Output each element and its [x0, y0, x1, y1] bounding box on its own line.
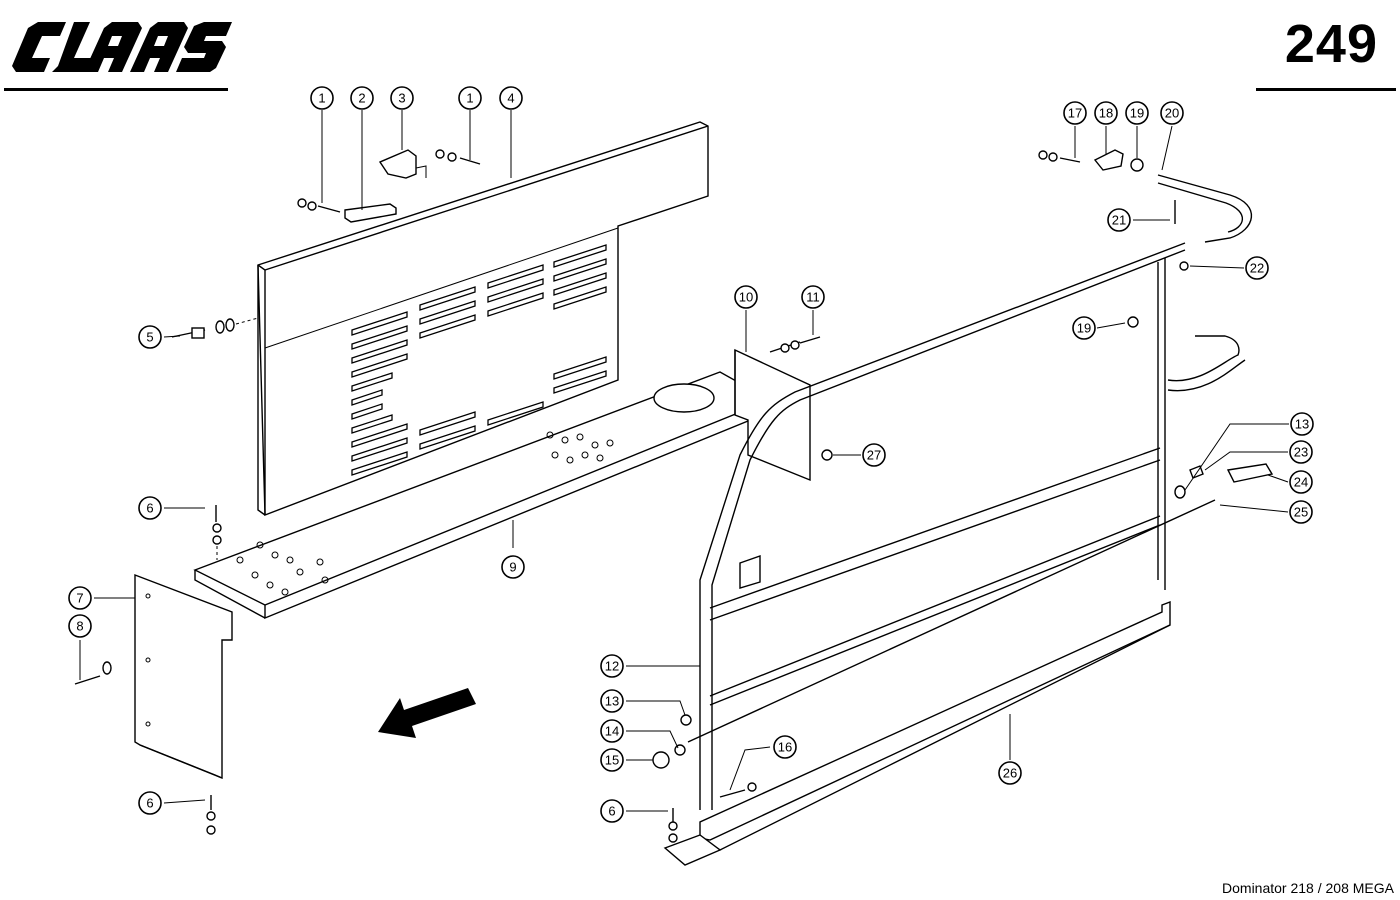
- svg-text:9: 9: [509, 560, 516, 575]
- callout-7: 7: [68, 586, 92, 610]
- svg-text:21: 21: [1112, 213, 1126, 228]
- callout-19b: 19: [1072, 316, 1096, 340]
- callout-15: 15: [600, 748, 624, 772]
- svg-text:22: 22: [1250, 261, 1264, 276]
- callout-27: 27: [862, 443, 886, 467]
- top-hardware: [297, 149, 481, 223]
- upper-right-hardware: [1038, 149, 1253, 328]
- svg-text:7: 7: [76, 591, 83, 606]
- svg-text:1: 1: [466, 91, 473, 106]
- callout-14: 14: [600, 719, 624, 743]
- callout-22: 22: [1245, 256, 1269, 280]
- bottom-channel: [663, 600, 1171, 866]
- callout-6a: 6: [138, 496, 162, 520]
- svg-text:13: 13: [1295, 417, 1309, 432]
- callout-18: 18: [1094, 101, 1118, 125]
- callout-17: 17: [1063, 101, 1087, 125]
- svg-text:20: 20: [1165, 106, 1179, 121]
- arrow-icon: [378, 688, 476, 738]
- callout-25: 25: [1289, 500, 1313, 524]
- callout-12: 12: [600, 654, 624, 678]
- callout-10: 10: [734, 285, 758, 309]
- callout-19a: 19: [1125, 101, 1149, 125]
- svg-text:12: 12: [605, 659, 619, 674]
- panel-slots: [351, 244, 607, 476]
- svg-text:4: 4: [507, 91, 514, 106]
- handrail-frame: [699, 242, 1246, 810]
- callout-8: 8: [68, 614, 92, 638]
- callout-26: 26: [998, 761, 1022, 785]
- mount-bracket: [734, 336, 833, 482]
- header-rule-right: [1256, 88, 1396, 91]
- callout-20: 20: [1160, 101, 1184, 125]
- svg-text:24: 24: [1294, 475, 1308, 490]
- callout-1a: 1: [310, 86, 334, 110]
- svg-text:6: 6: [608, 804, 615, 819]
- callout-16: 16: [773, 735, 797, 759]
- svg-text:18: 18: [1099, 106, 1113, 121]
- side-panel: [257, 121, 709, 517]
- svg-text:11: 11: [806, 290, 820, 305]
- callout-4: 4: [499, 86, 523, 110]
- end-plate: [74, 573, 233, 780]
- svg-text:3: 3: [398, 91, 405, 106]
- svg-text:16: 16: [778, 740, 792, 755]
- header-rule-left: [4, 88, 228, 91]
- bolt-5: [171, 317, 259, 339]
- svg-text:1: 1: [318, 91, 325, 106]
- svg-text:6: 6: [146, 796, 153, 811]
- callout-23: 23: [1289, 440, 1313, 464]
- callout-6c: 6: [600, 799, 624, 823]
- svg-text:19: 19: [1077, 321, 1091, 336]
- svg-text:6: 6: [146, 501, 153, 516]
- svg-text:5: 5: [146, 330, 153, 345]
- svg-text:2: 2: [358, 91, 365, 106]
- leader-lines: [79, 110, 1289, 812]
- svg-text:10: 10: [739, 290, 753, 305]
- callout-5: 5: [138, 325, 162, 349]
- svg-text:23: 23: [1294, 445, 1308, 460]
- svg-text:13: 13: [605, 694, 619, 709]
- svg-text:26: 26: [1003, 766, 1017, 781]
- svg-text:15: 15: [605, 753, 619, 768]
- svg-text:19: 19: [1130, 106, 1144, 121]
- callout-9: 9: [501, 555, 525, 579]
- callout-13b: 13: [1290, 412, 1314, 436]
- callout-11: 11: [801, 285, 825, 309]
- svg-text:17: 17: [1068, 106, 1082, 121]
- svg-text:25: 25: [1294, 505, 1308, 520]
- callout-1b: 1: [458, 86, 482, 110]
- bolts-6: [206, 505, 678, 843]
- callout-3: 3: [390, 86, 414, 110]
- callout-24: 24: [1289, 470, 1313, 494]
- callout-2: 2: [350, 86, 374, 110]
- callout-6b: 6: [138, 791, 162, 815]
- claas-logo: [12, 22, 232, 72]
- model-footer: Dominator 218 / 208 MEGA: [1222, 880, 1394, 896]
- svg-text:27: 27: [867, 448, 881, 463]
- callout-21: 21: [1107, 208, 1131, 232]
- page-number: 249: [1284, 14, 1378, 74]
- svg-text:14: 14: [605, 724, 619, 739]
- svg-text:8: 8: [76, 619, 83, 634]
- callout-13a: 13: [600, 689, 624, 713]
